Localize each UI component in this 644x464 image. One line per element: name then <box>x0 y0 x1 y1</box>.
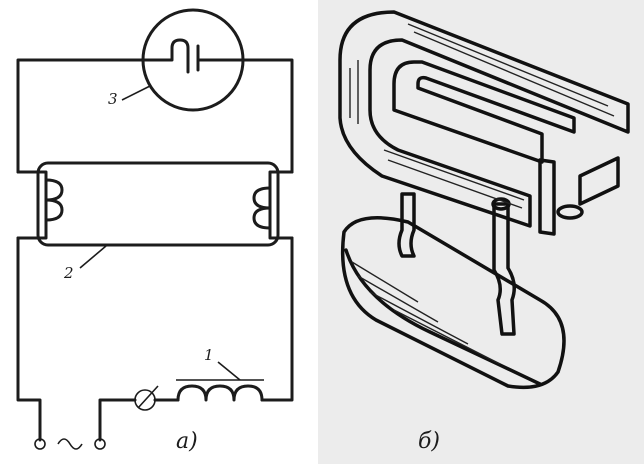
label-ballast: 1 <box>204 346 214 364</box>
right-lower-wire <box>260 236 294 402</box>
meter-arrow <box>137 385 159 409</box>
base-disc-edge <box>344 248 542 386</box>
base-disc <box>340 216 566 390</box>
tube-leader <box>79 245 107 269</box>
starter-electrode-illustration: б) <box>338 10 630 454</box>
circuit-diagram-panel: 3 2 1 а) <box>0 0 318 464</box>
strip-hatching <box>349 23 615 209</box>
left-electrode-pin <box>397 192 416 258</box>
strip-end-post <box>538 158 556 236</box>
fluorescent-tube <box>36 161 280 247</box>
label-tube: 2 <box>63 264 74 282</box>
label-starter: 3 <box>108 90 118 108</box>
circuit-schematic: 3 2 1 а) <box>16 8 294 454</box>
starter-bimetal-electrode <box>141 38 190 74</box>
right-filament-coil <box>252 186 272 230</box>
top-right-wire <box>241 58 294 174</box>
bimetal-strip-outer <box>338 10 630 228</box>
right-electrode-pin <box>492 202 516 336</box>
ac-symbol <box>57 438 83 450</box>
left-filament-coil <box>44 178 64 222</box>
starter-fixed-electrode <box>196 44 245 72</box>
starter-leader <box>121 85 151 101</box>
ballast-leader <box>217 361 241 381</box>
left-filament-leads <box>16 170 48 240</box>
mains-terminal-left <box>34 438 46 450</box>
caption-b: б) <box>418 429 440 454</box>
base-hatching <box>351 261 501 365</box>
fixed-contact-rod <box>556 204 584 220</box>
left-lower-wire <box>16 236 42 442</box>
right-filament-leads <box>268 170 294 240</box>
strip-end-post-2 <box>578 156 620 206</box>
caption-a: а) <box>176 429 198 454</box>
meter-link-wire <box>98 398 137 442</box>
top-wire <box>16 58 145 174</box>
starter-electrode-panel: б) <box>318 0 644 464</box>
ballast-coil <box>176 384 264 402</box>
bimetal-strip-inner <box>392 60 576 164</box>
mains-terminal-right <box>94 438 106 450</box>
